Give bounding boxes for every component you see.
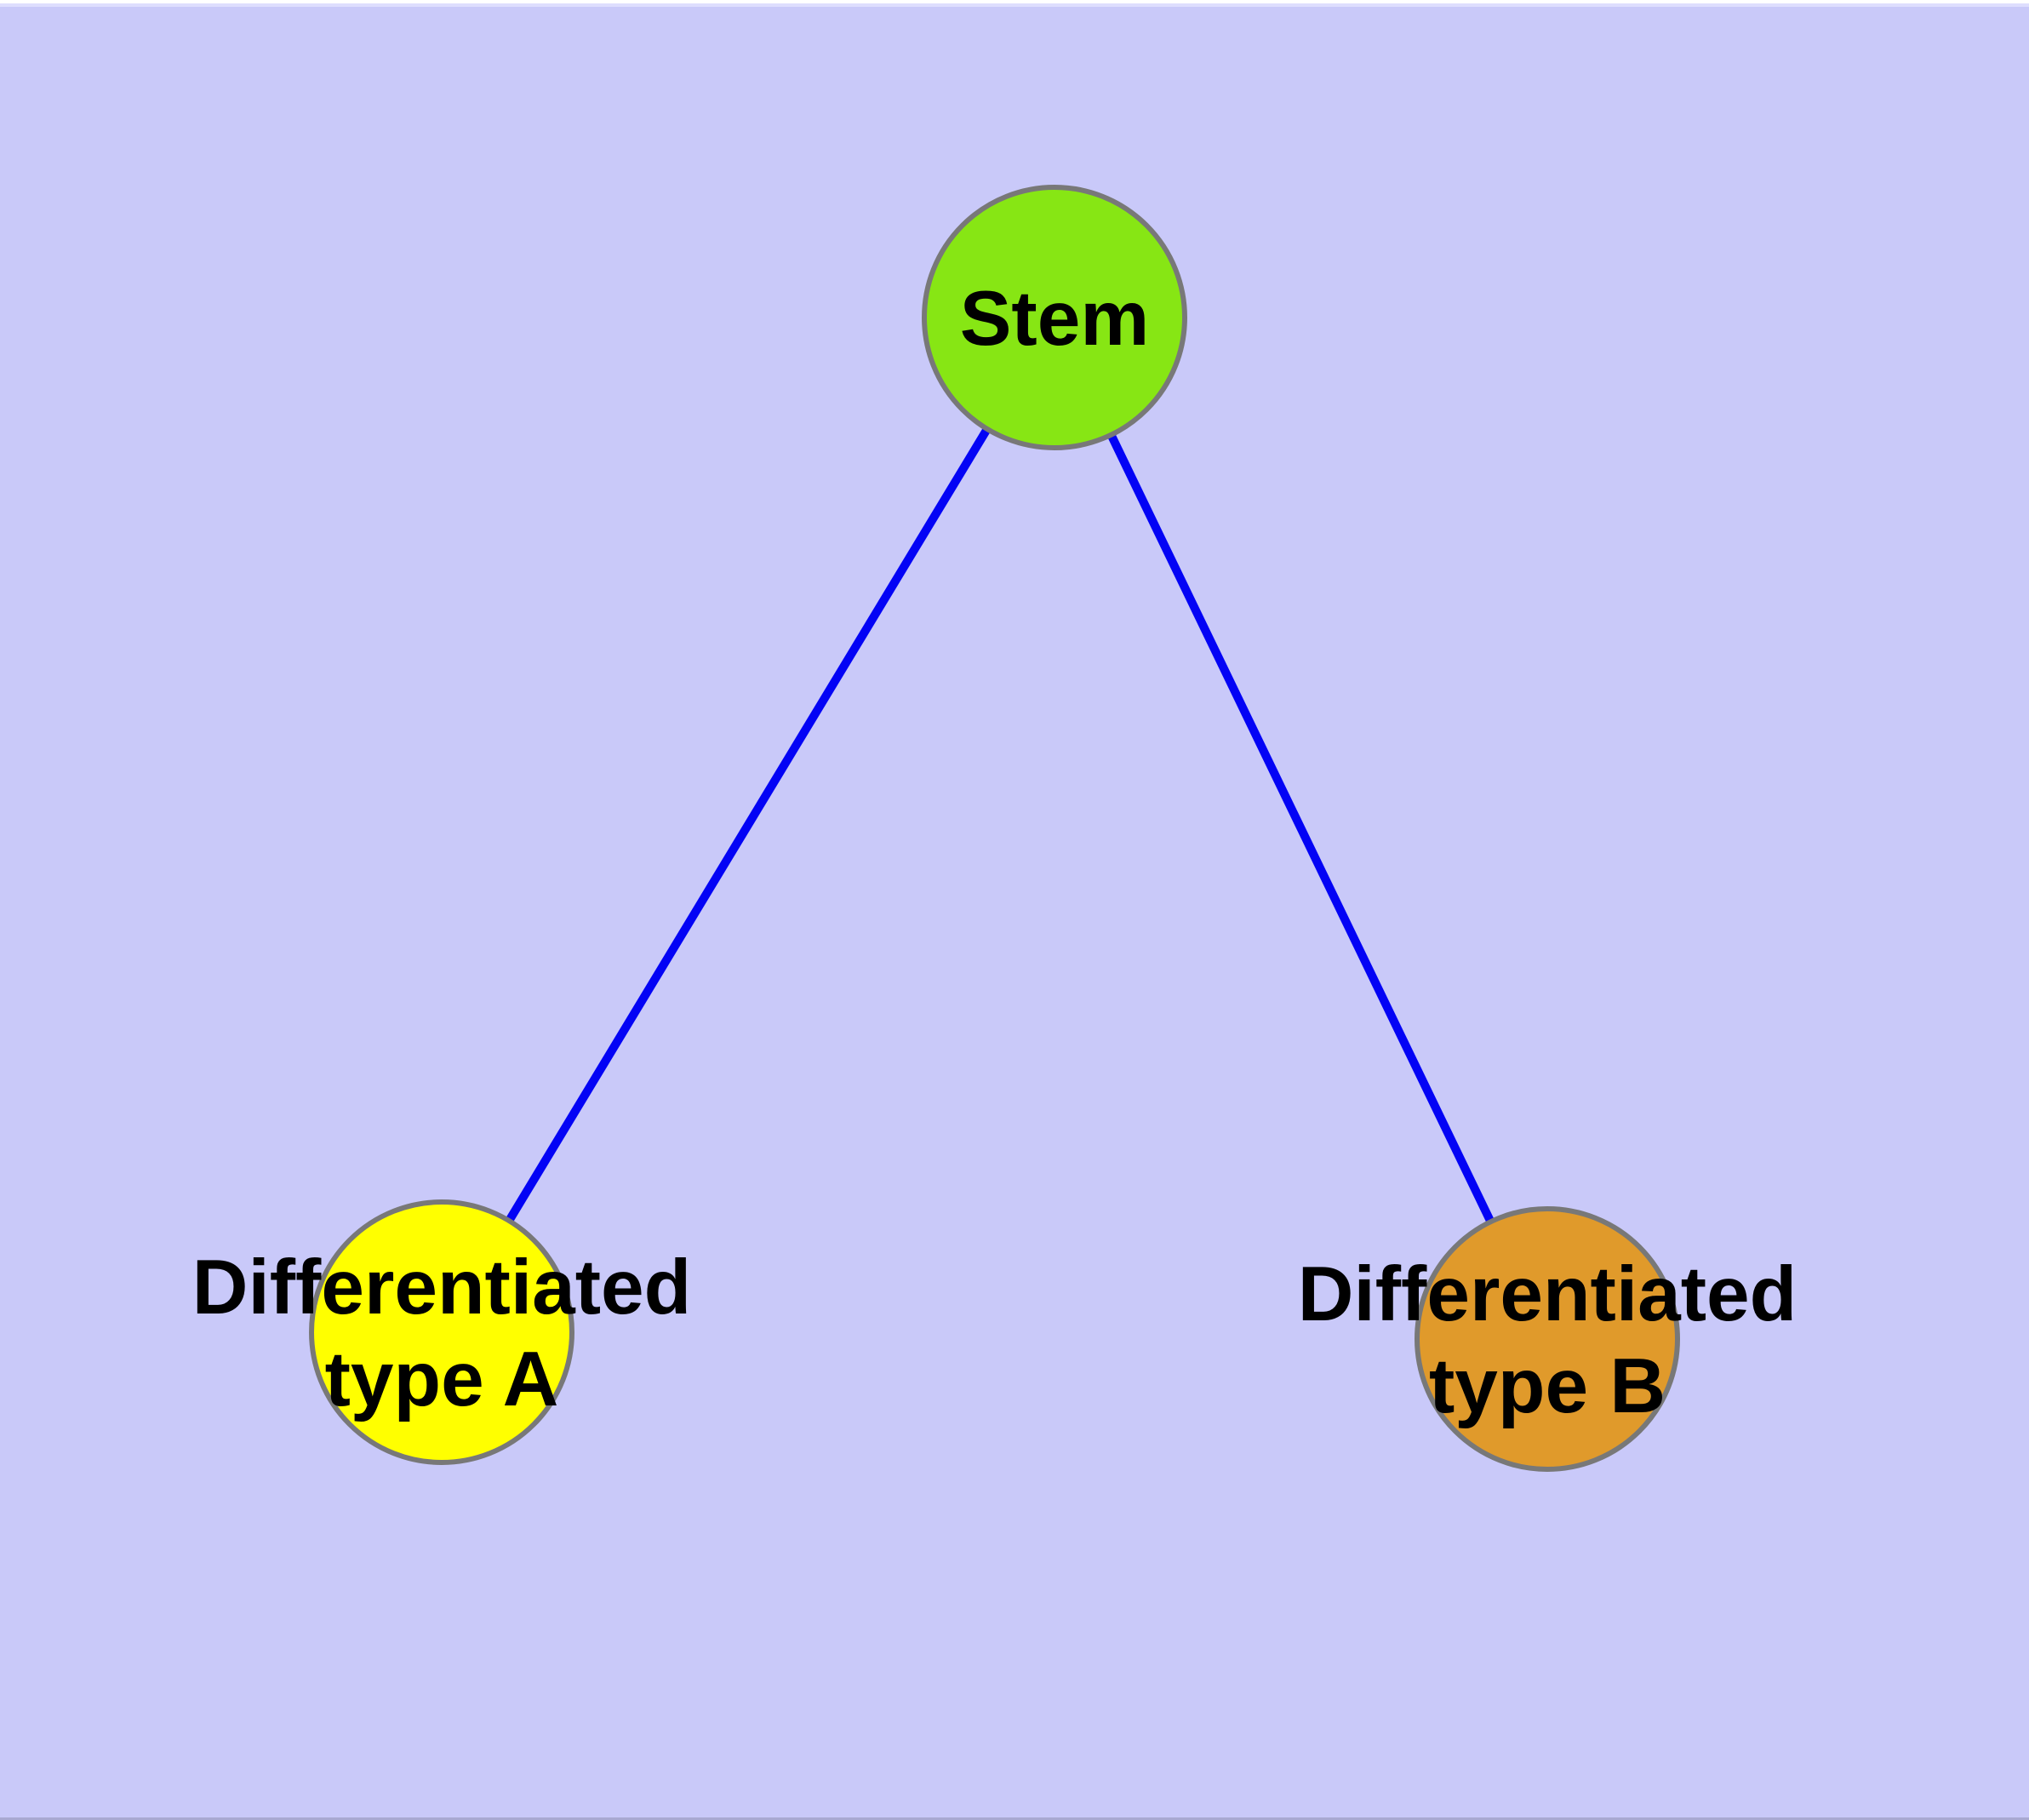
edge-stem-typeB: [1050, 315, 1552, 1342]
node-typeA-circle: [309, 1199, 574, 1465]
page-top-strip: [0, 0, 2029, 3]
node-stem-label: Stem: [960, 276, 1150, 362]
edge-stem-typeA: [437, 315, 1059, 1335]
node-stem-label-line-0: Stem: [960, 276, 1150, 362]
page-bottom-edge: [0, 1817, 2029, 1820]
node-typeB-label-line-0: Differentiated: [1298, 1251, 1798, 1337]
node-typeA-label-line-1: type A: [325, 1336, 559, 1422]
node-typeB-label-line-1: type B: [1429, 1343, 1666, 1429]
node-stem-circle: [922, 185, 1187, 450]
page-top-highlight: [0, 3, 2029, 7]
node-typeA-label-line-0: Differentiated: [192, 1245, 692, 1331]
node-typeB-circle: [1415, 1206, 1680, 1472]
